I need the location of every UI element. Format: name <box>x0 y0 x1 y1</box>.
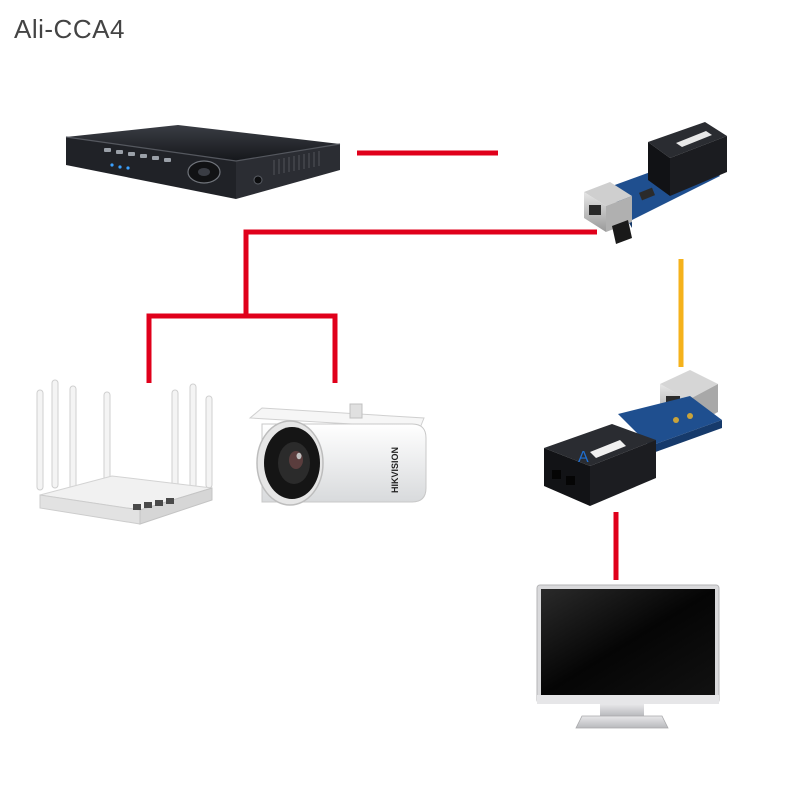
converter-channel-label: A <box>578 449 589 466</box>
fiber-media-converter-icon: A <box>544 370 722 506</box>
camera-brand-label: HIKVISION <box>390 447 400 493</box>
cables <box>146 150 684 580</box>
monitor-icon <box>536 584 720 729</box>
nvr-recorder-icon <box>65 125 341 199</box>
cable-converter-to-switch <box>243 229 597 316</box>
fiber-media-converter-icon <box>584 122 727 244</box>
watermark: Ali-CCA4 <box>14 14 125 44</box>
wifi-router-icon <box>36 379 213 525</box>
bullet-camera-icon: HIKVISION <box>248 403 427 506</box>
cable-switch-to-router <box>146 313 338 383</box>
